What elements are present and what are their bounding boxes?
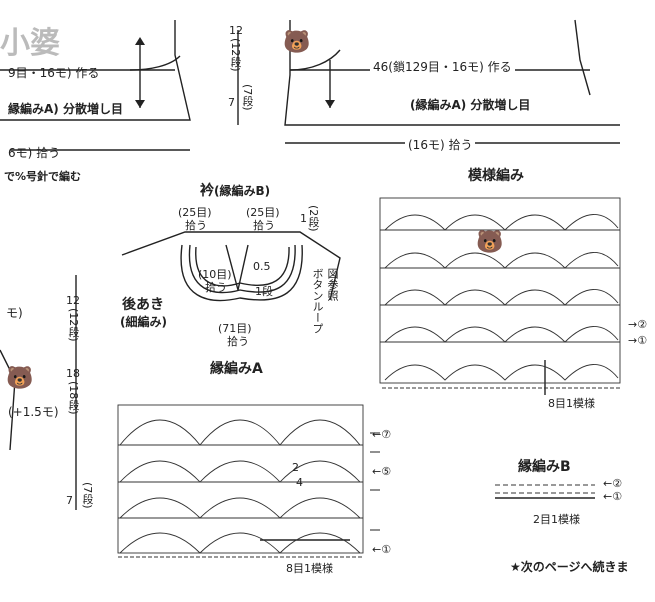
pattern-row-2: →② — [628, 318, 648, 331]
back-opening-sub: (細編み) — [120, 315, 167, 329]
needle-label: で%号針で編む — [4, 170, 82, 183]
pattern-title: 模様編み — [468, 168, 524, 184]
watermark: 小婆 — [0, 26, 60, 61]
collar-71-pick: 拾う — [227, 335, 249, 348]
edging-a-row-5: ←⑤ — [372, 465, 392, 478]
left-rows-18: (18段) — [67, 381, 80, 415]
right-pickup-label: (16モ) 拾う — [405, 136, 476, 153]
collar-one-row: 1段 — [255, 285, 273, 298]
height-7: 7 — [228, 96, 235, 109]
edging-a-row-7: ←⑦ — [372, 428, 392, 441]
left-rows-7: (7段) — [81, 482, 94, 509]
edging-a-num-4: 4 — [296, 476, 303, 489]
edging-a-num-2: 2 — [292, 461, 299, 474]
collar-left-25-pick: 拾う — [185, 219, 207, 232]
collar-ten-pick: 拾う — [205, 281, 227, 294]
collar-right-25-pick: 拾う — [253, 219, 275, 232]
collar-rows-2: (2段) — [307, 205, 320, 232]
left-mo-label: モ) — [6, 306, 23, 320]
collar-title: 衿(縁編みB) — [200, 183, 271, 199]
collar-one: 1 — [300, 212, 307, 225]
pickup-label: 6モ) 拾う — [8, 146, 61, 160]
bear-icon: 🐻 — [283, 30, 311, 55]
rows-12: (12段) — [229, 38, 242, 72]
right-cast-on-label: 46(鎖129目・16モ) 作る — [370, 58, 515, 75]
left-height-7: 7 — [66, 494, 73, 507]
edging-a-row-1: ←① — [372, 543, 392, 556]
bear-icon: 🐻 — [6, 366, 34, 391]
edging-a-title: 縁編みA — [210, 361, 263, 377]
collar-half: 0.5 — [253, 260, 271, 273]
next-page-note: ★次のページへ続きま — [510, 560, 629, 574]
edging-b-row-2: ←② — [603, 477, 623, 490]
edging-b-title: 縁編みB — [518, 459, 571, 475]
left-plus-label: (+1.5モ) — [8, 405, 59, 419]
right-edging-label: (縁編みA) 分散増し目 — [410, 98, 531, 112]
edging-b-row-1: ←① — [603, 490, 623, 503]
left-height-18: 18 — [66, 367, 80, 380]
left-rows-12: (12段) — [67, 308, 80, 342]
collar-left-25: (25目) — [178, 206, 212, 219]
button-loop-label: ボタンループ — [311, 268, 324, 334]
bear-icon: 🐻 — [476, 230, 504, 255]
collar-71: (71目) — [218, 322, 252, 335]
left-height-12: 12 — [66, 294, 80, 307]
rows-7: (7段) — [241, 84, 254, 111]
edging-a-increase-label: 縁編みA) 分散増し目 — [8, 102, 123, 116]
pattern-row-1: →① — [628, 334, 648, 347]
back-opening-title: 後あき — [122, 297, 164, 313]
edging-b-repeat: 2目1模様 — [533, 513, 580, 526]
collar-right-25: (25目) — [246, 206, 280, 219]
pattern-repeat: 8目1模様 — [548, 397, 595, 410]
cast-on-label: 9目・16モ) 作る — [8, 66, 100, 80]
height-12: 12 — [229, 24, 243, 37]
collar-ten: (10目) — [198, 268, 232, 281]
see-diagram-label: 図参照 — [326, 268, 339, 301]
edging-a-repeat: 8目1模様 — [286, 562, 333, 575]
